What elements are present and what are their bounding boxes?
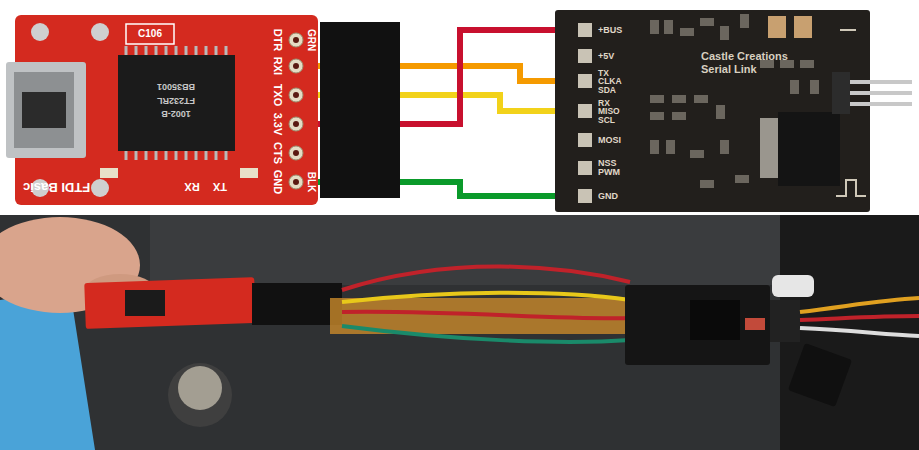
pin-name: GND [272, 170, 283, 194]
pin-name: 3.3V [272, 113, 283, 136]
chip-marking: FT232RL [157, 96, 195, 105]
pin-name: TX CLKA SDA [598, 69, 630, 94]
pin-name: +BUS [598, 26, 622, 35]
led-name: TX [213, 181, 227, 192]
pin-name: CTS [272, 142, 283, 164]
part-ref: C106 [138, 29, 162, 39]
pin-name: +5V [598, 52, 614, 61]
board-name: FTDI Basic [23, 179, 90, 194]
wire-color: GRN [306, 29, 316, 51]
chip-marking: BB35001 [157, 82, 195, 91]
pin-name: RX MISO SCL [598, 99, 630, 124]
pin-name: DTR [272, 29, 283, 52]
pin-name: TXO [272, 84, 283, 107]
led-name: RX [184, 181, 199, 192]
chip-marking: 1002-B [161, 109, 191, 118]
pin-name: NSS PWM [598, 159, 628, 177]
pin-name: MOSI [598, 136, 621, 145]
pin-name: RXI [272, 57, 283, 75]
pin-name: GND [598, 192, 618, 201]
board-name: Castle Creations Serial Link [701, 50, 801, 75]
wire-color: BLK [306, 172, 316, 193]
